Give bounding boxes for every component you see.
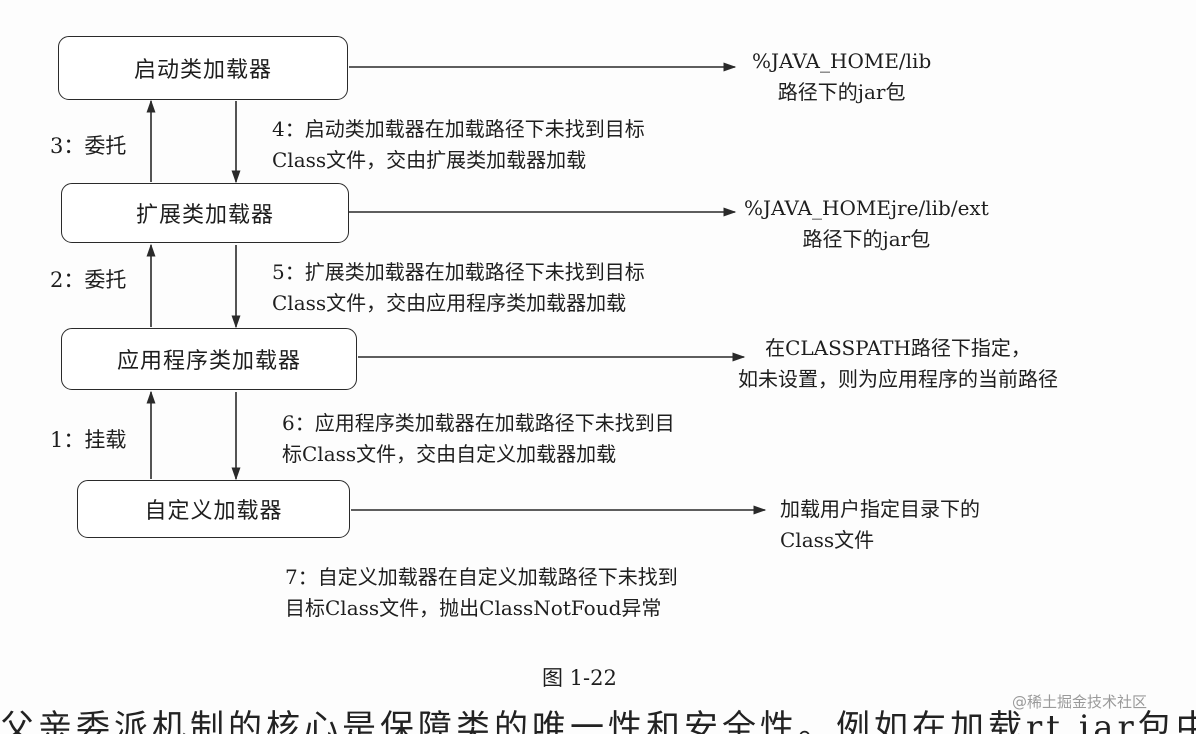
step-5-line-1: 5：扩展类加载器在加载路径下未找到目标 (272, 260, 645, 284)
step-7-line-1: 7：自定义加载器在自定义加载路径下未找到 (285, 565, 678, 589)
custom-loader-box: 自定义加载器 (77, 480, 350, 538)
custom-path-line-2: Class文件 (780, 528, 875, 552)
delegate-3-label: 3：委托 (50, 134, 127, 158)
step-6-line-1: 6：应用程序类加载器在加载路径下未找到目 (282, 411, 675, 435)
watermark: @稀土掘金技术社区 (1012, 693, 1148, 711)
mount-1-label: 1：挂载 (50, 428, 127, 452)
step-4-line-1: 4：启动类加载器在加载路径下未找到目标 (272, 117, 645, 141)
extension-loader-box: 扩展类加载器 (61, 183, 349, 243)
extension-path-note: %JAVA_HOMEjre/lib/ext 路径下的jar包 (744, 193, 989, 255)
step-6-note: 6：应用程序类加载器在加载路径下未找到目 标Class文件，交由自定义加载器加载 (282, 408, 675, 470)
figure-caption: 图 1-22 (542, 666, 617, 690)
step-5-note: 5：扩展类加载器在加载路径下未找到目标 Class文件，交由应用程序类加载器加载 (272, 257, 645, 319)
step-4-line-2: Class文件，交由扩展类加载器加载 (272, 148, 587, 172)
custom-path-line-1: 加载用户指定目录下的 (780, 497, 980, 521)
extension-path-line-2: 路径下的jar包 (802, 227, 931, 251)
step-5-line-2: Class文件，交由应用程序类加载器加载 (272, 291, 627, 315)
bootstrap-path-note: %JAVA_HOME/lib 路径下的jar包 (752, 46, 931, 108)
extension-path-line-1: %JAVA_HOMEjre/lib/ext (744, 196, 989, 220)
bootstrap-path-line-2: 路径下的jar包 (777, 80, 906, 104)
application-path-line-2: 如未设置，则为应用程序的当前路径 (738, 367, 1058, 391)
bootstrap-loader-box: 启动类加载器 (58, 36, 348, 100)
application-loader-box: 应用程序类加载器 (61, 328, 357, 390)
delegate-2-label: 2：委托 (50, 268, 127, 292)
step-6-line-2: 标Class文件，交由自定义加载器加载 (282, 442, 617, 466)
step-4-note: 4：启动类加载器在加载路径下未找到目标 Class文件，交由扩展类加载器加载 (272, 114, 645, 176)
bottom-partial-text: 父亲委派机制的核心是保障类的唯一性和安全性。例如在加载rt.jar包中 (0, 708, 1196, 734)
step-7-line-2: 目标Class文件，抛出ClassNotFoud异常 (285, 596, 662, 620)
application-path-note: 在CLASSPATH路径下指定， 如未设置，则为应用程序的当前路径 (738, 333, 1058, 395)
application-path-line-1: 在CLASSPATH路径下指定， (765, 336, 1031, 360)
bootstrap-path-line-1: %JAVA_HOME/lib (752, 49, 932, 73)
custom-path-note: 加载用户指定目录下的 Class文件 (780, 494, 980, 556)
step-7-note: 7：自定义加载器在自定义加载路径下未找到 目标Class文件，抛出ClassNo… (285, 562, 678, 624)
